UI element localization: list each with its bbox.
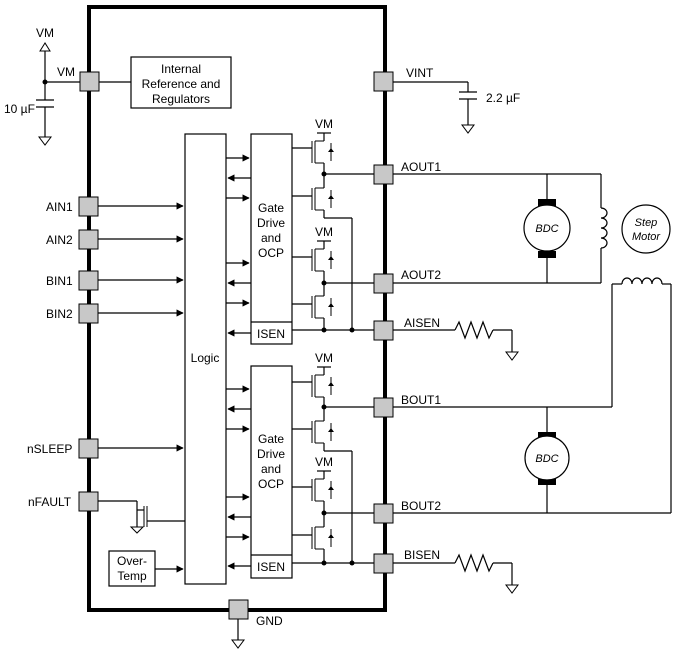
over-temp-block [108, 550, 156, 587]
pin-aisen [373, 320, 394, 341]
ain2-label: AIN2 [46, 233, 73, 247]
ain1-label: AIN1 [46, 200, 73, 214]
gate-b-text-3: and [261, 462, 281, 476]
bisen-label: BISEN [404, 548, 440, 562]
pin-bout1 [373, 397, 394, 418]
pin-vint [373, 71, 394, 92]
pin-nfault [78, 491, 99, 512]
pin-bin2 [78, 303, 99, 324]
pin-ain2 [78, 229, 99, 250]
gate-b-text-1: Gate [258, 432, 284, 446]
bout1-label: BOUT1 [401, 393, 441, 407]
ground-icon [231, 639, 245, 649]
gate-a-text-3: and [261, 231, 281, 245]
step-motor-icon [621, 204, 671, 254]
h-bridge-b: VM VM [292, 351, 374, 566]
pin-ain1 [78, 196, 99, 217]
ground-icon [38, 136, 52, 146]
pin-bisen [373, 553, 394, 574]
h-bridge-a: VM VM [292, 117, 374, 333]
bdc-b-label: BDC [535, 453, 558, 465]
logic-block [184, 133, 227, 585]
aout2-label: AOUT2 [401, 268, 441, 282]
ref-text-1: Internal [161, 62, 201, 76]
vm-rail-b2: VM [315, 455, 333, 469]
ref-text-2: Reference and [142, 77, 221, 91]
aisen-label: AISEN [404, 316, 440, 330]
gate-b-text-4: OCP [258, 477, 284, 491]
bin2-label: BIN2 [46, 307, 73, 321]
isen-b-label: ISEN [257, 560, 285, 574]
bout2-label: BOUT2 [401, 499, 441, 513]
cap-vm-label: 10 µF [4, 102, 35, 116]
ot-text-1: Over- [117, 554, 147, 568]
pin-bin1 [78, 270, 99, 291]
vm-rail-a2: VM [315, 225, 333, 239]
gate-a-text-4: OCP [258, 246, 284, 260]
input-pins [78, 196, 99, 512]
aout1-label: AOUT1 [401, 160, 441, 174]
stepper-coil-a-icon [600, 207, 608, 249]
vm-rail-a1: VM [315, 117, 333, 131]
pin-aout1 [373, 164, 394, 185]
vint-label: VINT [406, 66, 434, 80]
isen-a-label: ISEN [257, 327, 285, 341]
gate-a-text-2: Drive [257, 216, 285, 230]
vm-arrow-icon [39, 42, 51, 52]
bdc-motor-b-icon [524, 435, 570, 481]
vm-rail-b1: VM [315, 351, 333, 365]
ground-icon [505, 584, 519, 594]
ground-icon [461, 124, 475, 134]
vm-top-label: VM [36, 26, 54, 40]
gate-a-text-1: Gate [258, 201, 284, 215]
step-motor-text-1: Step [635, 217, 658, 229]
logic-label: Logic [191, 351, 220, 365]
stepper-coil-b-icon [621, 277, 663, 285]
ground-icon [129, 526, 145, 534]
cap-vint-label: 2.2 µF [486, 91, 520, 105]
pin-nsleep [78, 438, 99, 459]
pin-bout2 [373, 503, 394, 524]
gate-b-text-2: Drive [257, 447, 285, 461]
vm-pin-label: VM [57, 65, 75, 79]
internal-reference-block [130, 56, 232, 109]
bisen-resistor-icon [454, 553, 494, 573]
nsleep-label: nSLEEP [27, 442, 72, 456]
ot-text-2: Temp [117, 569, 147, 583]
gate-drive-b-block [250, 365, 293, 579]
aisen-resistor-icon [454, 320, 494, 340]
bin1-label: BIN1 [46, 274, 73, 288]
step-motor-text-2: Motor [632, 231, 661, 243]
nfault-label: nFAULT [28, 495, 72, 509]
pin-vm [79, 71, 100, 92]
ref-text-3: Regulators [152, 92, 210, 106]
gnd-label: GND [256, 614, 283, 628]
bdc-motor-a-icon [523, 204, 571, 252]
bdc-a-label: BDC [535, 223, 558, 235]
gate-drive-a-block [250, 133, 293, 345]
pin-gnd [228, 599, 249, 620]
pin-aout2 [373, 273, 394, 294]
ground-icon [505, 351, 519, 361]
